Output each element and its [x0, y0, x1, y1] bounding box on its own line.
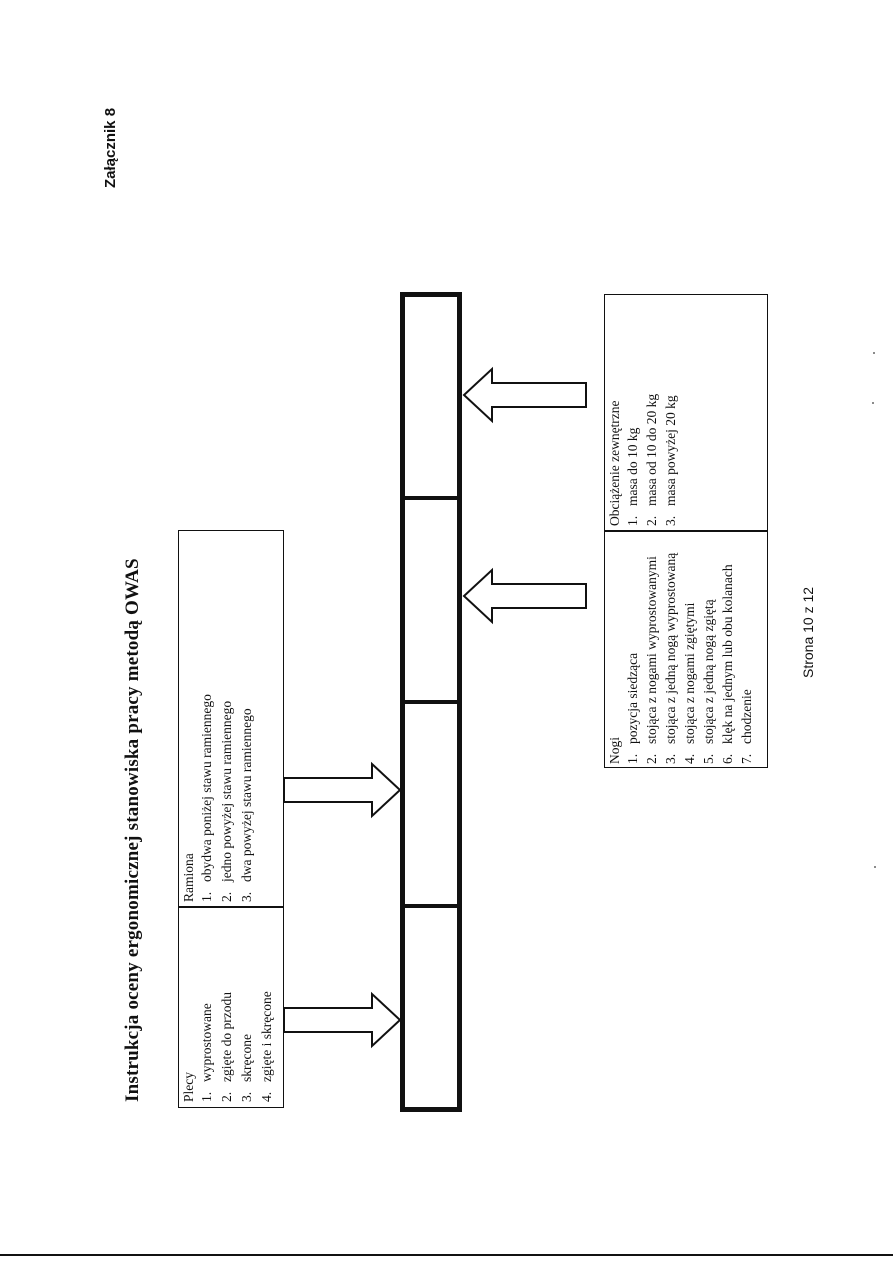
page-number: Strona 10 z 12 — [800, 586, 816, 678]
item-number: 1. — [625, 753, 640, 764]
back-arrow-icon — [283, 991, 402, 1049]
scan-speck — [874, 866, 876, 868]
item-text: stojąca z jedną nogą wyprostowaną — [663, 552, 678, 744]
item-text: stojąca z nogami zgiętymi — [682, 602, 697, 744]
item-number: 1. — [199, 891, 214, 902]
item-text: wyprostowane — [199, 1003, 214, 1082]
item-number: 2. — [219, 891, 234, 902]
back-item-1: 1. wyprostowane — [199, 1003, 214, 1102]
legs-load-divider — [604, 530, 768, 532]
item-text: jedno powyżej stawu ramiennego — [219, 700, 234, 882]
page-bottom-rule — [0, 1254, 893, 1256]
item-text: pozycja siedząca — [625, 652, 640, 744]
legs-legend-heading: Nogi — [607, 737, 622, 764]
item-text: masa do 10 kg — [625, 427, 640, 506]
item-number: 5. — [701, 753, 716, 764]
back-item-3: 3. skręcone — [239, 1034, 254, 1102]
load-arrow-icon — [462, 366, 587, 424]
back-arms-legend-box — [178, 530, 284, 1108]
legs-item-7: 7. chodzenie — [739, 689, 754, 764]
item-text: skręcone — [239, 1034, 254, 1082]
item-text: stojąca z nogami wyprostowanymi — [644, 556, 659, 744]
legs-arrow-icon — [462, 567, 587, 625]
item-number: 3. — [239, 1091, 254, 1102]
item-text: zgięte do przodu — [219, 992, 234, 1082]
back-item-2: 2. zgięte do przodu — [219, 992, 234, 1102]
arms-arrow-icon — [283, 761, 402, 819]
legs-item-5: 5. stojąca z jedną nogą zgiętą — [701, 599, 716, 764]
item-text: dwa powyżej stawu ramiennego — [239, 708, 254, 882]
arms-item-3: 3. dwa powyżej stawu ramiennego — [239, 708, 254, 902]
item-number: 2. — [644, 515, 659, 526]
item-number: 4. — [259, 1091, 274, 1102]
arms-legend-heading: Ramiona — [181, 853, 196, 902]
legs-item-3: 3. stojąca z jedną nogą wyprostowaną — [663, 552, 678, 764]
item-number: 4. — [682, 753, 697, 764]
item-text: chodzenie — [739, 689, 754, 744]
document-title: Instrukcja oceny ergonomicznej stanowisk… — [122, 558, 143, 1102]
item-number: 3. — [663, 515, 678, 526]
item-text: zgięte i skręcone — [259, 991, 274, 1082]
load-legend-heading: Obciążenie zewnętrzne — [607, 400, 622, 526]
item-text: obydwa poniżej stawu ramiennego — [199, 694, 214, 882]
item-number: 2. — [219, 1091, 234, 1102]
item-number: 3. — [663, 753, 678, 764]
item-text: klęk na jednym lub obu kolanach — [720, 564, 735, 744]
item-number: 3. — [239, 891, 254, 902]
scan-speck — [873, 352, 875, 354]
legs-item-6: 6. klęk na jednym lub obu kolanach — [720, 564, 735, 764]
code-cell-separator — [400, 700, 462, 704]
item-text: masa od 10 do 20 kg — [644, 393, 659, 506]
item-number: 2. — [644, 753, 659, 764]
scan-speck — [872, 402, 874, 404]
annex-label: Załącznik 8 — [102, 107, 119, 188]
load-item-1: 1. masa do 10 kg — [625, 427, 640, 526]
item-text: masa powyżej 20 kg — [663, 395, 678, 506]
item-number: 1. — [625, 515, 640, 526]
back-item-4: 4. zgięte i skręcone — [259, 991, 274, 1102]
item-number: 7. — [739, 753, 754, 764]
back-legend-heading: Plecy — [181, 1072, 196, 1102]
code-cell-separator — [400, 496, 462, 500]
legs-item-1: 1. pozycja siedząca — [625, 652, 640, 764]
arms-item-1: 1. obydwa poniżej stawu ramiennego — [199, 694, 214, 902]
code-cell-separator — [400, 904, 462, 908]
load-item-2: 2. masa od 10 do 20 kg — [644, 393, 659, 526]
back-arms-divider — [178, 906, 284, 908]
legs-item-2: 2. stojąca z nogami wyprostowanymi — [644, 556, 659, 764]
item-number: 6. — [720, 753, 735, 764]
item-text: stojąca z jedną nogą zgiętą — [701, 599, 716, 744]
item-number: 1. — [199, 1091, 214, 1102]
legs-item-4: 4. stojąca z nogami zgiętymi — [682, 602, 697, 764]
load-item-3: 3. masa powyżej 20 kg — [663, 395, 678, 526]
arms-item-2: 2. jedno powyżej stawu ramiennego — [219, 700, 234, 902]
